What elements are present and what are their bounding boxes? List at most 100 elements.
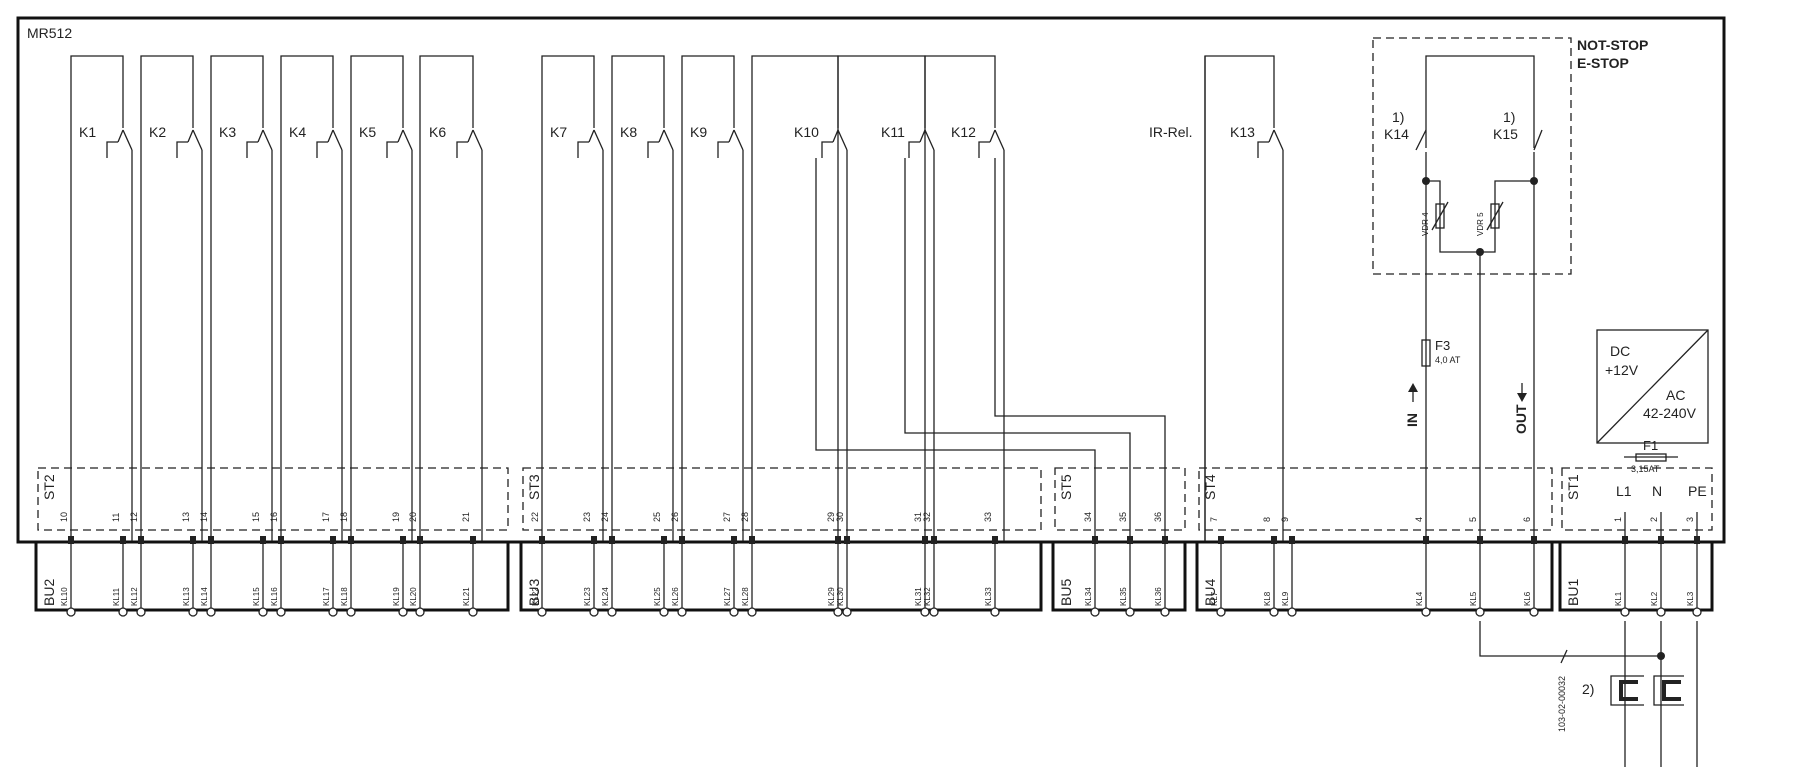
terminal-circle	[1090, 607, 1100, 617]
st-pin	[190, 536, 196, 544]
fuse-f3-symbol	[1421, 339, 1431, 367]
terminal-circle	[537, 607, 547, 617]
bu-terminal-label: KL24	[601, 587, 610, 606]
relay-contact	[262, 129, 273, 151]
relay-contact	[924, 129, 935, 151]
terminal-circle	[1287, 607, 1297, 617]
bu-terminal-label: KL28	[741, 587, 750, 606]
st1-pin-name: N	[1652, 483, 1662, 499]
st-pin	[138, 536, 144, 544]
bu-frame	[34, 542, 510, 612]
bu-terminal-label: KL15	[252, 587, 261, 606]
terminal-circle	[346, 607, 356, 617]
st-pin	[609, 536, 615, 544]
bu-terminal-label: KL25	[653, 587, 662, 606]
relay-stub	[106, 141, 118, 158]
bu-terminal-label: KL8	[1263, 591, 1272, 606]
st-pin	[1218, 536, 1224, 544]
bu-terminal-label: KL6	[1523, 591, 1532, 606]
relay-loop-wire	[924, 55, 996, 541]
st1-pin-name: PE	[1688, 483, 1707, 499]
bu-terminal-label: KL12	[130, 587, 139, 606]
relay-k8: K8	[611, 55, 674, 541]
terminal-circle	[929, 607, 939, 617]
relay-stub-arm	[467, 129, 474, 143]
terminal-circle	[1421, 607, 1431, 617]
power-ac-label: AC	[1666, 387, 1685, 403]
bu-terminal-label: KL14	[200, 587, 209, 606]
st-pin	[1694, 536, 1700, 544]
st-pin-number: 35	[1118, 512, 1128, 522]
bu-terminal-label: KL16	[270, 587, 279, 606]
st-pin-number: 22	[530, 512, 540, 522]
crossover-wire-35	[904, 158, 1131, 541]
st-pin	[844, 536, 850, 544]
bu-terminal-label: KL1	[1614, 591, 1623, 606]
bu-terminal-label: KL27	[723, 587, 732, 606]
st-label: ST2	[41, 474, 57, 500]
bu-label: BU3	[526, 579, 542, 606]
bu-terminal-label: KL36	[1154, 587, 1163, 606]
relay-stub-arm	[327, 129, 334, 143]
terminal-circle	[747, 607, 757, 617]
estop-title-en: E-STOP	[1577, 55, 1629, 71]
terminal-circle	[1620, 607, 1630, 617]
earth-clamp-right-outer	[1653, 675, 1684, 706]
st-dashed-box	[1561, 467, 1713, 531]
vdr5-slash	[1486, 201, 1504, 231]
bu-terminal-label: KL5	[1469, 591, 1478, 606]
relay-contact	[1273, 129, 1284, 151]
relay-label: K4	[289, 124, 306, 140]
st-pin	[1658, 536, 1664, 544]
st-label: ST1	[1565, 474, 1581, 500]
relay-k2: K2	[140, 55, 203, 541]
bu-terminal-label: KL18	[340, 587, 349, 606]
st-pin	[1127, 536, 1133, 544]
k14-note: 1)	[1392, 109, 1404, 125]
st-pin	[68, 536, 74, 544]
relay-k9: K9	[681, 55, 744, 541]
terminal-circle	[415, 607, 425, 617]
relay-stub-arm	[919, 129, 926, 143]
relay-label: K2	[149, 124, 166, 140]
relay-stub	[647, 141, 659, 158]
relay-label: K10	[794, 124, 819, 140]
relay-loop-wire	[681, 55, 735, 541]
st-pin	[1271, 536, 1277, 544]
st-label: ST4	[1202, 474, 1218, 500]
relay-stub	[978, 141, 990, 158]
cable-tick	[1560, 649, 1568, 664]
bu-terminal-label: KL26	[671, 587, 680, 606]
st-pin	[417, 536, 423, 544]
connector-layer: ST2BU210KL1011KL1112KL1213KL1314KL1415KL…	[34, 467, 1714, 617]
bu-terminal-label: KL3	[1686, 591, 1695, 606]
fuse-f1-label: F1	[1643, 438, 1658, 453]
fuse-f1-rating: 3,15AT	[1631, 464, 1660, 474]
relay-label: K5	[359, 124, 376, 140]
relay-stub	[246, 141, 258, 158]
terminal-circle	[258, 607, 268, 617]
relay-contact	[332, 129, 343, 151]
bu-terminal-label: KL10	[60, 587, 69, 606]
terminal-circle	[1269, 607, 1279, 617]
st-pin-number: 17	[321, 512, 331, 522]
bu-terminal-label: KL9	[1281, 591, 1290, 606]
bu-terminal-label: KL13	[182, 587, 191, 606]
cable-pe-wire	[1479, 621, 1661, 657]
st-pin-number: 15	[251, 512, 261, 522]
in-label: IN	[1404, 413, 1420, 427]
earth-clamp-right	[1662, 680, 1681, 701]
st-dashed-box	[1054, 467, 1186, 531]
bu-terminal-label: KL22	[531, 587, 540, 606]
relay-k12: K12	[924, 55, 1005, 541]
bu-terminal-label: KL4	[1415, 591, 1424, 606]
st-pin-number: 8	[1262, 517, 1272, 522]
relay-contact	[593, 129, 604, 151]
relay-label: K11	[881, 124, 905, 140]
relay-label: K7	[550, 124, 567, 140]
terminal-circle	[990, 607, 1000, 617]
fuse-f3-rating: 4,0 AT	[1435, 355, 1461, 365]
bu-frame	[1195, 542, 1554, 612]
fuse-f3-label: F3	[1435, 338, 1450, 353]
